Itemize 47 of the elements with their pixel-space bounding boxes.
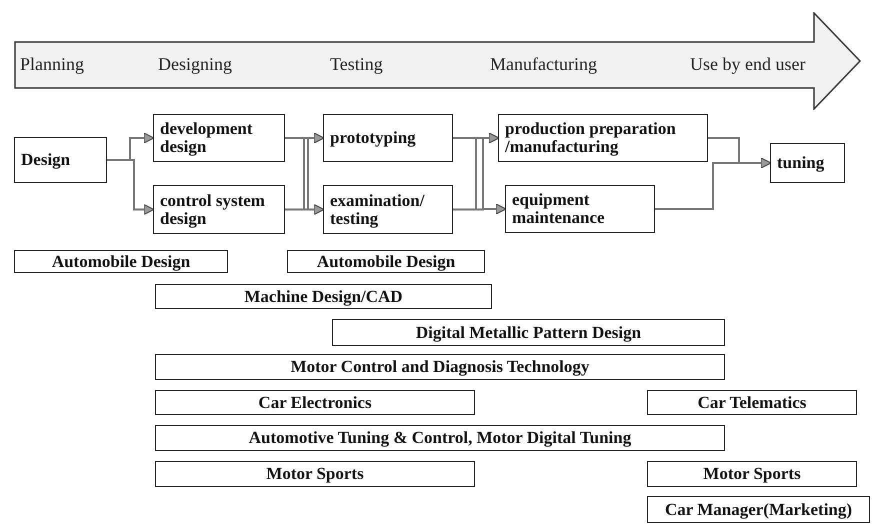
step-label: tuning: [777, 154, 824, 172]
field-bar: [647, 390, 857, 415]
stage-label: Testing: [330, 54, 383, 75]
field-bar: [155, 461, 475, 487]
process-box: [14, 137, 107, 183]
process-box: [505, 185, 655, 233]
field-bar: [647, 496, 870, 523]
stage-label: Use by end user: [690, 54, 806, 75]
field-label: Car Manager(Marketing): [664, 500, 852, 520]
field-bar: [14, 250, 228, 273]
field-label: Machine Design/CAD: [244, 286, 403, 306]
field-label: Motor Sports: [266, 464, 364, 484]
step-label: development design: [160, 120, 254, 156]
process-box: [498, 114, 708, 162]
field-bar: [332, 319, 725, 346]
step-label: Design: [21, 151, 70, 169]
field-label: Motor Control and Diagnosis Technology: [290, 357, 590, 377]
step-label: production preparation /manufacturing: [505, 120, 677, 156]
process-stage-arrow: [14, 12, 862, 110]
step-label: prototyping: [330, 129, 416, 147]
stage-label: Planning: [20, 54, 84, 75]
field-bar: [155, 390, 475, 415]
arrow: [285, 204, 324, 215]
process-box: [153, 114, 285, 162]
field-bar: [647, 461, 857, 487]
field-bar: [155, 354, 725, 380]
field-bar: [155, 425, 725, 451]
process-box: [770, 143, 845, 183]
field-label: Motor Sports: [703, 464, 801, 484]
process-box: [153, 185, 285, 234]
field-label: Car Electronics: [258, 392, 372, 412]
step-label: examination/ testing: [330, 192, 426, 228]
arrow: [453, 204, 506, 214]
step-label: control system design: [160, 192, 266, 228]
field-label: Digital Metallic Pattern Design: [416, 322, 642, 342]
field-label: Automobile Design: [316, 252, 456, 272]
step-label: equipment maintenance: [512, 191, 606, 227]
field-label: Car Telematics: [698, 392, 806, 412]
field-bar: [287, 250, 485, 273]
arrow: [655, 158, 772, 210]
field-label: Automotive Tuning & Control, Motor Digital Tuning: [248, 428, 632, 448]
stage-label: Manufacturing: [490, 54, 597, 75]
field-bar: [155, 284, 492, 309]
stage-label: Designing: [158, 54, 232, 75]
field-label: Automobile Design: [52, 252, 190, 272]
process-box: [323, 114, 453, 162]
process-box: [323, 185, 453, 234]
